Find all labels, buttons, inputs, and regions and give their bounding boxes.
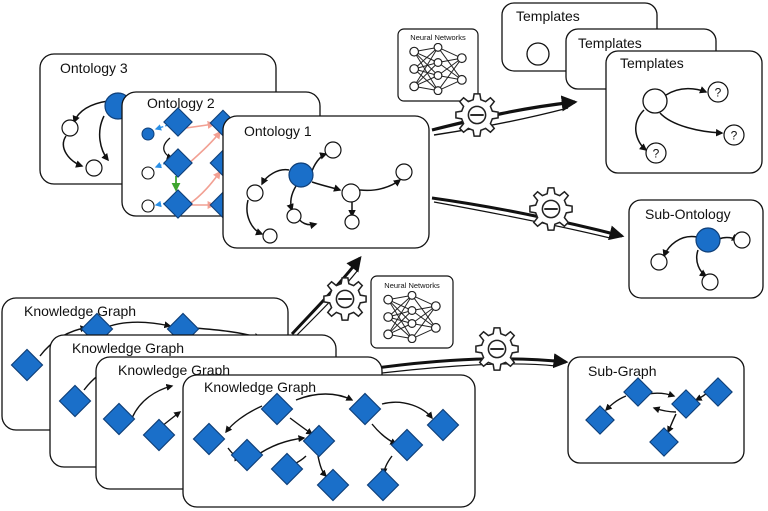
templates-title-front: Templates [620, 55, 684, 71]
sub-ontology-card: Sub-Ontology [628, 199, 764, 299]
sub-ontology-title: Sub-Ontology [645, 206, 731, 222]
kg-2-title: Knowledge Graph [72, 340, 184, 356]
kg-4-title: Knowledge Graph [204, 379, 316, 395]
kg-1-title: Knowledge Graph [24, 303, 136, 319]
neural-network-top: Neural Networks [397, 28, 479, 102]
templates-title-back: Templates [516, 8, 580, 24]
gear-icon [474, 326, 520, 372]
sub-graph-title: Sub-Graph [588, 363, 656, 379]
ontology-3-title: Ontology 3 [60, 60, 128, 76]
sub-graph-card: Sub-Graph [567, 356, 745, 464]
templates-title-middle: Templates [578, 35, 642, 51]
templates-card-front: Templates ? ? ? [605, 50, 763, 174]
ontology-2-title: Ontology 2 [147, 95, 215, 111]
kg-card-4: Knowledge Graph [182, 374, 476, 508]
neural-network-label-bottom: Neural Networks [384, 281, 440, 290]
question-mark-2: ? [731, 129, 738, 143]
gear-icon [322, 276, 368, 322]
templates-stack: Templates Templates Templates ? ? ? [501, 2, 763, 174]
neural-network-bottom: Neural Networks [370, 275, 454, 349]
question-mark-1: ? [715, 86, 722, 100]
ontology-1-title: Ontology 1 [244, 123, 312, 139]
question-mark-3: ? [653, 147, 660, 161]
kg-3-title: Knowledge Graph [118, 362, 230, 378]
neural-network-label-top: Neural Networks [410, 33, 466, 42]
gear-icon [528, 186, 574, 232]
gear-icon [454, 92, 500, 138]
ontology-card-1: Ontology 1 [222, 115, 430, 249]
